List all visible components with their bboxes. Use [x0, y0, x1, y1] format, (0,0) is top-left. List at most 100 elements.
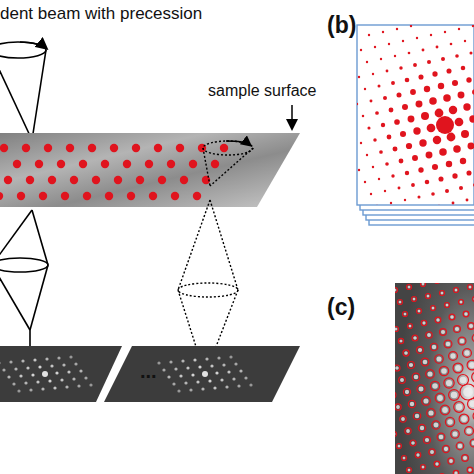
spot	[213, 386, 216, 389]
bright-spot	[398, 445, 401, 448]
probe-position	[17, 192, 25, 200]
bright-spot	[469, 286, 472, 289]
match-circle	[449, 390, 460, 401]
match-circle	[453, 470, 458, 474]
template-spot	[374, 46, 376, 48]
template-spot	[372, 166, 374, 168]
match-circle	[398, 300, 403, 305]
spot	[239, 369, 242, 372]
match-circle	[462, 455, 469, 462]
bright-spot	[428, 410, 433, 415]
template-spot	[461, 66, 466, 71]
bright-spot	[410, 402, 414, 406]
template-spot	[460, 158, 466, 164]
sample-dots	[0, 144, 228, 200]
incident-cone	[0, 42, 46, 140]
match-circle	[467, 360, 474, 370]
bright-spot	[454, 471, 457, 474]
template-spot	[436, 46, 439, 49]
probe-position	[180, 176, 188, 184]
bright-spot	[411, 441, 415, 445]
match-circle	[440, 291, 445, 296]
match-circle	[395, 404, 401, 410]
match-circle	[456, 442, 464, 450]
sample-label: sample surface	[208, 82, 317, 100]
match-circle	[426, 294, 431, 299]
template-spot	[431, 192, 435, 196]
template-spot	[358, 76, 360, 78]
match-circle	[437, 433, 445, 441]
spot	[189, 388, 192, 391]
match-circle	[453, 363, 463, 373]
spot	[181, 359, 184, 362]
precession-cone-dotted	[178, 141, 253, 375]
match-circle	[415, 452, 421, 458]
bright-spot	[472, 441, 474, 446]
template-spot	[383, 96, 387, 100]
template-spot	[452, 80, 458, 86]
spot	[17, 389, 20, 392]
match-circle	[459, 414, 469, 424]
ellipsis: ...	[140, 360, 157, 383]
template-spot	[430, 34, 432, 36]
spot	[41, 387, 44, 390]
template-spot	[472, 25, 474, 27]
probe-position	[88, 144, 96, 152]
spot	[169, 360, 172, 363]
bright-spot	[395, 432, 396, 435]
panel-letter: (c)	[327, 294, 355, 321]
match-circle	[429, 449, 435, 455]
template-spot	[413, 63, 417, 67]
match-circle	[439, 366, 448, 375]
match-circle	[421, 283, 426, 287]
detector-plane	[0, 346, 122, 402]
spot	[202, 371, 208, 377]
match-circle	[448, 458, 454, 464]
spot	[29, 388, 32, 391]
spot	[74, 362, 77, 365]
template-spot	[438, 176, 443, 181]
bright-spot	[416, 453, 419, 456]
bright-spot	[456, 404, 462, 410]
match-circle	[454, 326, 461, 333]
match-circle	[463, 311, 469, 317]
template-spot	[464, 40, 466, 42]
probe-position	[35, 160, 43, 168]
diffraction-spots	[0, 355, 253, 392]
spot	[48, 379, 51, 382]
spot	[21, 359, 24, 362]
bright-spot	[439, 435, 444, 440]
template-spot	[459, 186, 463, 190]
template-spot	[444, 31, 446, 33]
probe-position	[154, 144, 162, 152]
template-spot	[452, 202, 455, 205]
spot	[157, 361, 160, 364]
template-spot	[381, 123, 385, 127]
template-spot	[445, 189, 449, 193]
bright-spot	[441, 330, 445, 334]
template-spot	[362, 115, 365, 118]
match-circle	[445, 303, 450, 308]
match-circle	[402, 456, 407, 461]
bright-spot	[420, 426, 424, 430]
match-circle	[427, 409, 436, 418]
spot	[84, 376, 87, 379]
bright-spot	[430, 450, 434, 454]
spot	[234, 362, 237, 365]
spot	[55, 371, 58, 374]
probe-position	[0, 192, 3, 200]
bright-spot	[447, 419, 453, 425]
probe-position	[79, 160, 87, 168]
probe-position	[145, 160, 153, 168]
template-spot	[422, 49, 425, 52]
match-circle	[449, 352, 458, 361]
template-spot	[427, 60, 431, 64]
template-spot	[429, 97, 437, 105]
bright-spot	[464, 350, 469, 355]
template-spot	[463, 103, 470, 110]
spot	[193, 358, 196, 361]
template-spot	[443, 94, 451, 102]
match-circle	[468, 285, 473, 290]
template-spot	[389, 108, 394, 113]
bright-spot	[468, 468, 471, 471]
